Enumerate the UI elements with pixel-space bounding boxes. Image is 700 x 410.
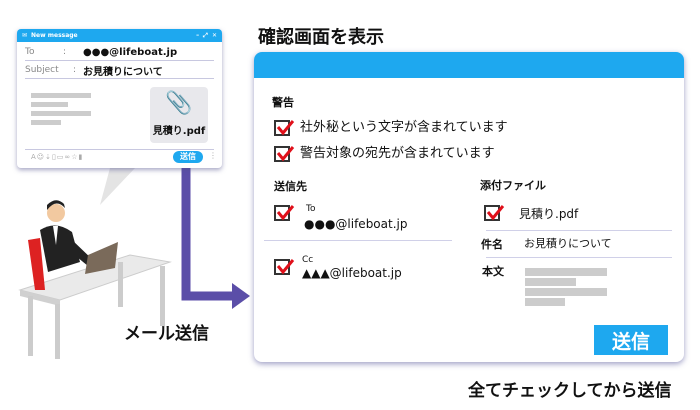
subject-row[interactable]: Subject : お見積りについて	[25, 62, 214, 79]
speech-tail	[100, 168, 135, 205]
mail-title-bar: ✉ New message – ⤢ ✕	[17, 29, 222, 42]
person-at-desk-illustration	[18, 200, 172, 359]
body-preview-placeholder	[525, 266, 608, 306]
attachment-name: 見積り.pdf	[152, 126, 206, 137]
expand-icon[interactable]: ⤢	[203, 31, 208, 39]
subject-label: 件名	[481, 238, 503, 251]
to-address: ●●●@lifeboat.jp	[304, 217, 408, 231]
attachment-tile[interactable]: 📎 見積り.pdf	[150, 87, 208, 143]
mail-window-title: New message	[31, 32, 78, 39]
to-label: To	[25, 47, 35, 57]
dialog-header-bar	[254, 52, 684, 78]
confirm-send-button[interactable]: 送信	[594, 325, 668, 355]
attachment-checkbox[interactable]	[484, 205, 505, 221]
attachments-heading: 添付ファイル	[480, 179, 546, 192]
to-separator: :	[63, 47, 67, 57]
mail-body-placeholder[interactable]	[31, 89, 101, 125]
confirmation-dialog: 警告 社外秘という文字が含まれています 警告対象の宛先が含まれています 送信先 …	[254, 52, 684, 362]
check-then-send-caption: 全てチェックしてから送信	[468, 381, 672, 401]
divider	[486, 257, 672, 258]
body-label: 本文	[482, 265, 504, 278]
close-icon[interactable]: ✕	[211, 32, 217, 39]
divider	[264, 240, 452, 241]
warning-text-1: 社外秘という文字が含まれています	[300, 120, 508, 135]
mail-envelope-icon: ✉	[22, 32, 28, 39]
recipients-heading: 送信先	[274, 180, 307, 193]
arrow-head-icon	[232, 283, 250, 309]
subject-value: お見積りについて	[524, 237, 612, 250]
mail-send-caption: メール送信	[124, 324, 209, 344]
warning-checkbox-1[interactable]	[274, 120, 295, 136]
divider	[25, 149, 214, 150]
confirm-screen-caption: 確認画面を表示	[258, 27, 384, 48]
to-type-label: To	[306, 204, 316, 214]
subject-separator: :	[73, 65, 77, 75]
minimize-icon[interactable]: –	[196, 32, 200, 39]
cc-type-label: Cc	[302, 255, 314, 265]
subject-label: Subject	[25, 65, 59, 75]
warning-checkbox-2[interactable]	[274, 146, 295, 162]
divider	[486, 230, 672, 231]
warning-heading: 警告	[272, 96, 294, 109]
warning-text-2: 警告対象の宛先が含まれています	[300, 146, 495, 161]
more-options-icon[interactable]: ⋮	[209, 151, 217, 160]
cc-address: ▲▲▲@lifeboat.jp	[302, 266, 402, 280]
flow-arrow	[181, 168, 235, 301]
new-message-window: ✉ New message – ⤢ ✕ To : ●●●@lifeboat.jp…	[17, 29, 222, 168]
mail-send-button[interactable]: 送信	[173, 151, 203, 163]
to-field[interactable]: ●●●@lifeboat.jp	[83, 46, 178, 58]
paperclip-icon: 📎	[165, 91, 193, 116]
to-row[interactable]: To : ●●●@lifeboat.jp	[25, 44, 214, 61]
cc-recipient-checkbox[interactable]	[274, 259, 295, 275]
attachment-filename: 見積り.pdf	[519, 207, 579, 221]
format-toolbar-icons[interactable]: A☺⇣▯▭∞☆▮	[31, 153, 84, 161]
subject-field[interactable]: お見積りについて	[83, 66, 163, 78]
to-recipient-checkbox[interactable]	[274, 205, 295, 221]
